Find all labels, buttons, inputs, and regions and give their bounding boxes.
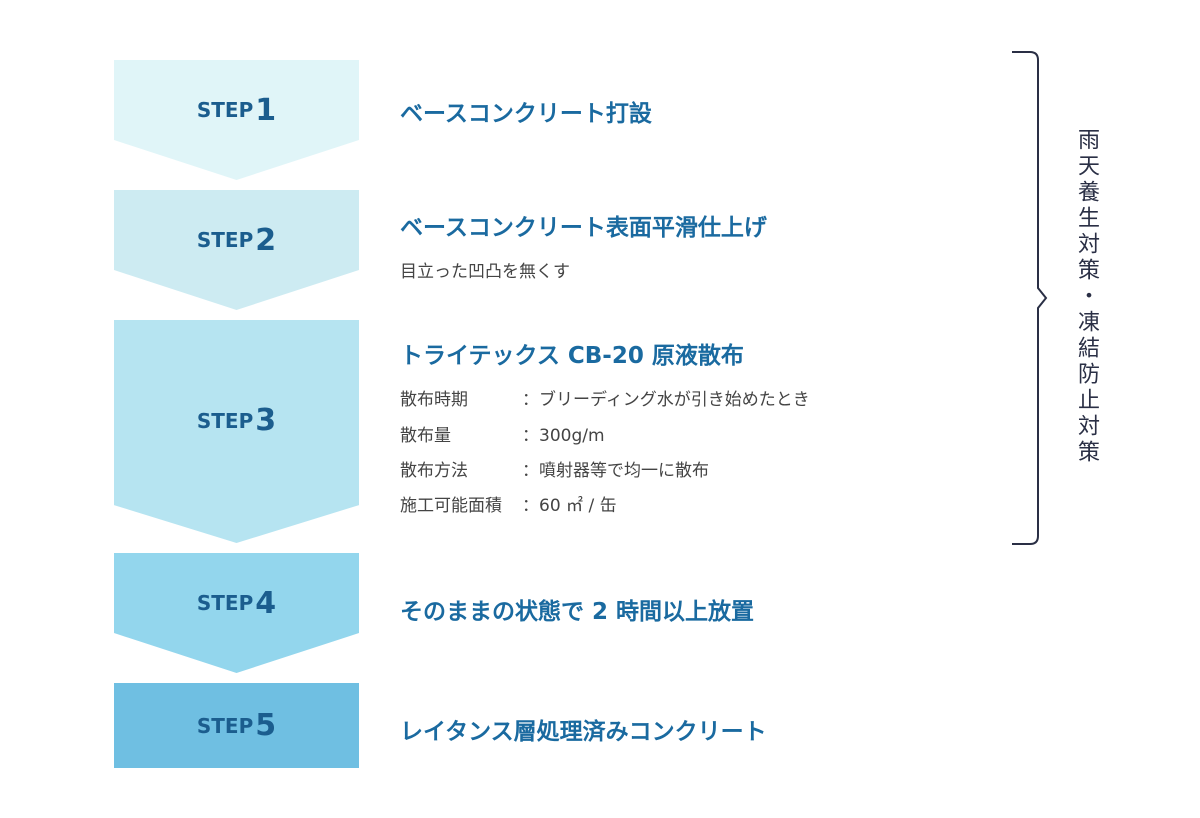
detail-row: 散布方法 ：噴射器等で均一に散布 (400, 456, 709, 481)
step-number: 3 (255, 403, 277, 438)
step-1-title: ベースコンクリート打設 (400, 101, 652, 127)
step-label: STEP (196, 228, 254, 252)
detail-row: 散布時期 ：ブリーディング水が引き始めたとき (400, 385, 810, 410)
detail-value: ：噴射器等で均一に散布 (522, 461, 709, 481)
side-note: 雨天養生対策・凍結防止対策 (1074, 128, 1099, 466)
step-3-title: トライテックス CB-20 原液散布 (400, 343, 744, 369)
detail-key: 散布方法 (400, 461, 468, 481)
step-label: STEP (196, 713, 254, 738)
step-label: STEP (196, 98, 254, 122)
step-label: STEP (196, 591, 254, 615)
step-2-title: ベースコンクリート表面平滑仕上げ (400, 215, 767, 241)
detail-row: 散布量 ：300g/m (400, 421, 605, 446)
detail-key: 散布量 (400, 426, 451, 446)
right-brace (1012, 51, 1048, 545)
detail-value: ：ブリーディング水が引き始めたとき (522, 390, 810, 410)
step-number: 4 (255, 585, 277, 621)
step-number: 2 (255, 222, 277, 258)
detail-row: 施工可能面積 ：60 ㎡ / 缶 (400, 491, 617, 516)
step-4-title: そのままの状態で 2 時間以上放置 (400, 599, 755, 625)
detail-value: ：60 ㎡ / 缶 (522, 496, 617, 516)
step-2-subtext: 目立った凹凸を無くす (400, 262, 570, 282)
detail-value: ：300g/m (522, 426, 605, 446)
step-number: 5 (255, 708, 277, 743)
step-5-title: レイタンス層処理済みコンクリート (400, 719, 767, 745)
detail-key: 散布時期 (400, 390, 468, 410)
step-number: 1 (255, 92, 277, 128)
step-label: STEP (196, 408, 254, 433)
detail-key: 施工可能面積 (400, 496, 502, 516)
